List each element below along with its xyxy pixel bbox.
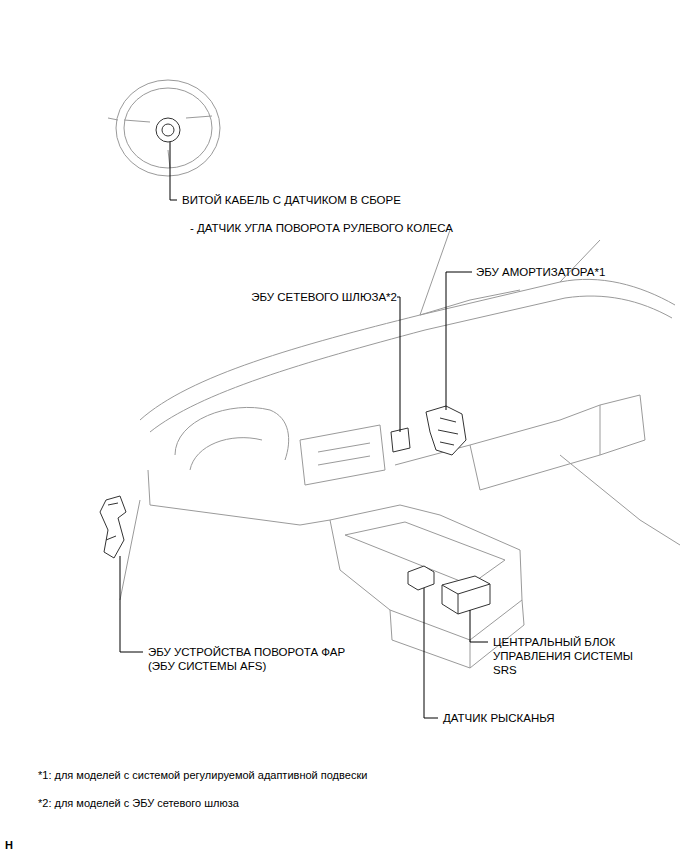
afs-ecu-detail (106, 503, 118, 540)
page-mark: H (5, 838, 13, 852)
dash-top (140, 279, 675, 420)
footnote: *2: для моделей с ЭБУ сетевого шлюза (38, 796, 239, 810)
steering-spokes (108, 116, 212, 168)
leader-line (470, 610, 488, 642)
part-sublabel: - ДАТЧИК УГЛА ПОВОРОТА РУЛЕВОГО КОЛЕСА (190, 221, 453, 235)
leader-line (397, 297, 400, 432)
dash-top-edge (150, 296, 672, 432)
spiral-cable-core (162, 124, 174, 136)
dash-lower-left (148, 470, 330, 525)
spiral-cable-sensor (156, 118, 180, 142)
srs-unit (442, 576, 490, 614)
components (100, 118, 490, 614)
center-display (300, 425, 385, 485)
part-label: ДАТЧИК РЫСКАНЬЯ (443, 711, 555, 725)
display-detail (318, 443, 370, 465)
part-label: ЭБУ УСТРОЙСТВА ПОВОРОТА ФАР (ЭБУ СИСТЕМЫ… (148, 645, 358, 673)
instrument-hood (175, 407, 289, 460)
damper-ecu (426, 406, 466, 455)
srs-unit-edge (442, 584, 490, 614)
part-label: ЦЕНТРАЛЬНЫЙ БЛОК УПРАВЛЕНИЯ СИСТЕМЫ SRS (493, 635, 643, 677)
part-label: ЭБУ АМОРТИЗАТОРА*1 (476, 265, 605, 279)
dash-right (600, 395, 645, 455)
leader-line (170, 142, 177, 200)
leader-line (120, 556, 143, 652)
steering-wheel-inner (124, 88, 212, 168)
afs-ecu (100, 496, 126, 558)
glovebox-top (395, 395, 640, 465)
yaw-sensor (408, 566, 434, 590)
leader-line (424, 588, 438, 718)
part-label: ВИТОЙ КАБЕЛЬ С ДАТЧИКОМ В СБОРЕ (182, 193, 401, 207)
footnote: *1: для моделей с системой регулируемой … (38, 768, 367, 782)
steering-wheel (116, 80, 220, 176)
part-label: ЭБУ СЕТЕВОГО ШЛЮЗА*2 (251, 290, 397, 304)
leader-line (446, 272, 472, 410)
dashboard-outline (108, 80, 680, 668)
floor-line (120, 455, 680, 600)
glovebox (470, 405, 600, 490)
leader-lines (120, 142, 488, 718)
instrument-cluster (190, 438, 262, 470)
damper-ecu-detail (438, 418, 458, 445)
center-console (330, 505, 522, 640)
